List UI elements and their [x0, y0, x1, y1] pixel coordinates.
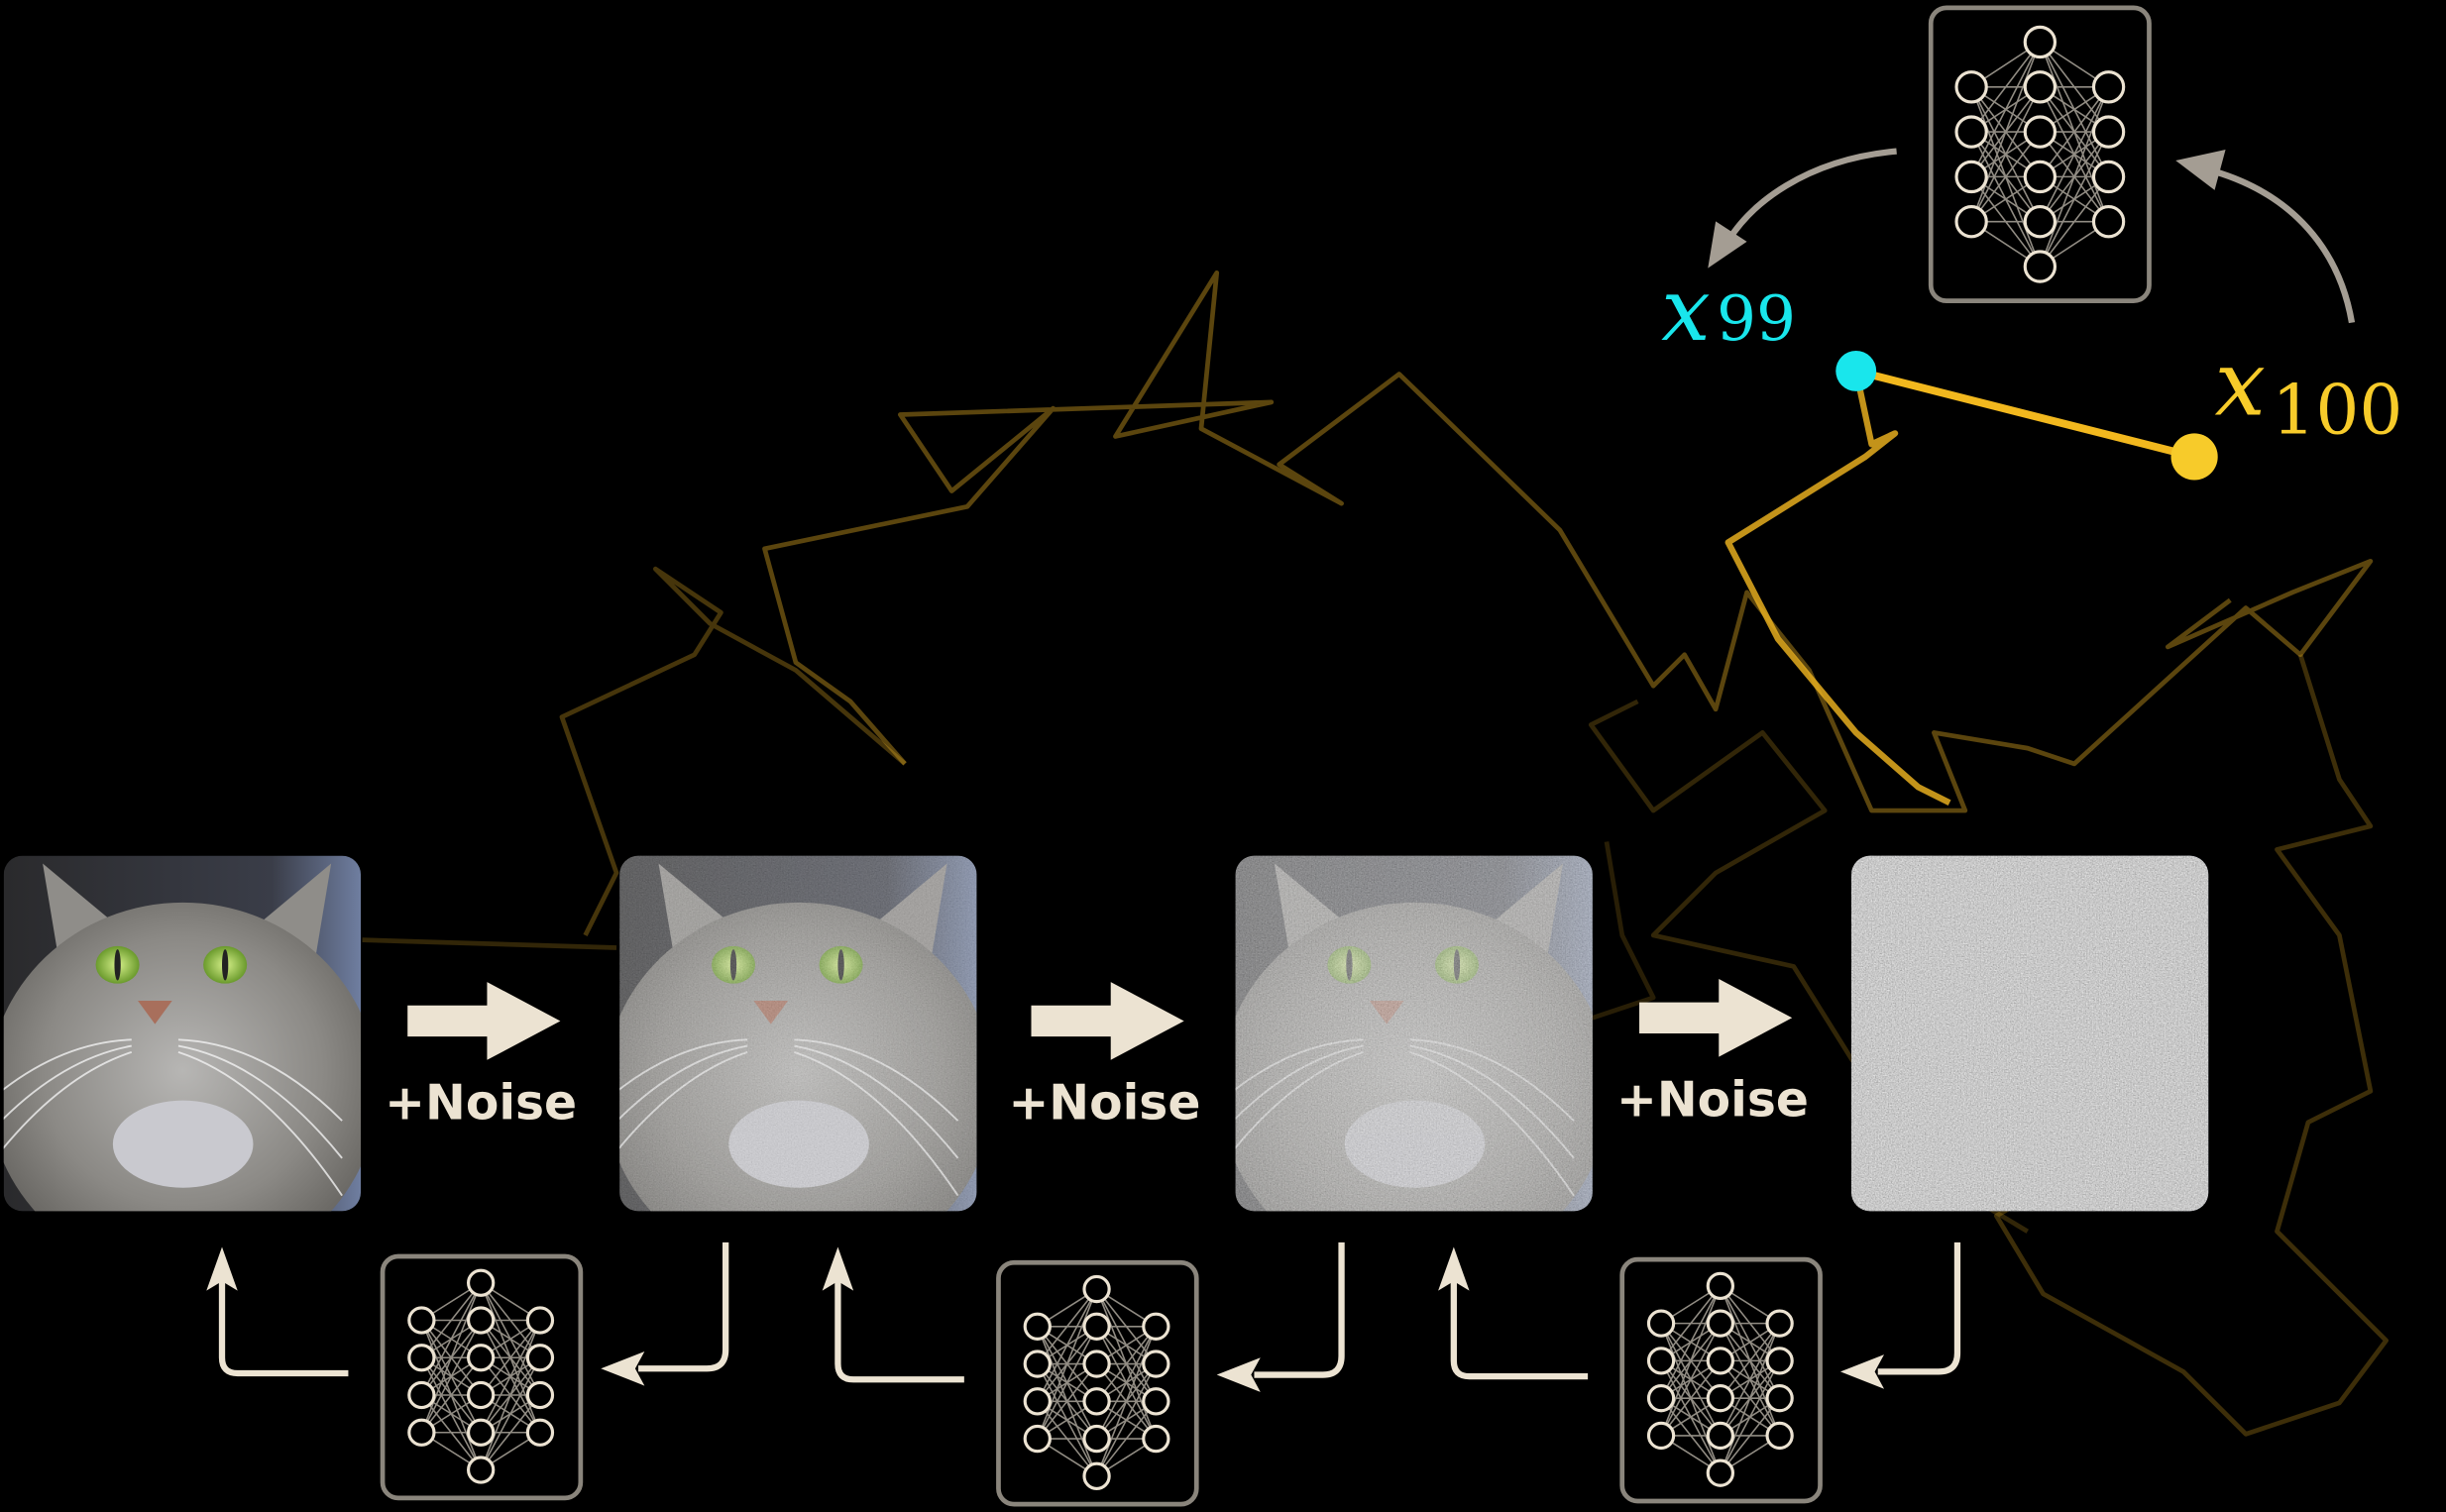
top-neural-network	[1928, 5, 2152, 303]
random-walk-trace	[362, 270, 2389, 1437]
network-node	[2023, 160, 2057, 194]
forward-step-2: +Noise	[1008, 982, 1200, 1132]
network-node	[467, 1380, 496, 1410]
down-left-arrow-icon	[601, 1242, 729, 1386]
noise-label: +Noise	[1008, 1076, 1200, 1132]
network-node	[525, 1344, 555, 1372]
left-up-arrow-icon	[206, 1246, 349, 1377]
network-node	[1646, 1309, 1676, 1338]
pure-noise-image	[1850, 855, 2209, 1212]
network-node	[467, 1456, 496, 1484]
network-node	[525, 1418, 555, 1447]
network-node	[1142, 1350, 1170, 1378]
left-up-arrow-icon	[1438, 1246, 1589, 1380]
network-node	[1706, 1309, 1735, 1338]
network-node	[2091, 160, 2126, 194]
cat-photo	[3, 863, 362, 1212]
network-node	[1706, 1421, 1735, 1451]
curved-arrow-from-x100	[2175, 150, 2356, 324]
network-node	[1023, 1387, 1052, 1416]
neural-network-icon	[1023, 1274, 1170, 1490]
network-node	[1706, 1383, 1735, 1413]
noisy-cat-image	[1235, 855, 1593, 1212]
denoise-network-1	[206, 1242, 729, 1501]
network-node	[407, 1380, 436, 1410]
noise-overlay	[619, 855, 977, 1212]
network-node	[1023, 1312, 1052, 1341]
network-node	[2023, 115, 2057, 149]
network-node	[2091, 115, 2126, 149]
right-arrow-icon	[1031, 982, 1184, 1060]
network-node	[467, 1306, 496, 1335]
network-node	[1706, 1347, 1735, 1375]
network-node	[2091, 70, 2126, 104]
network-node	[1082, 1461, 1111, 1490]
network-node	[1082, 1424, 1111, 1454]
network-node	[1082, 1350, 1111, 1378]
network-node	[2023, 250, 2057, 283]
network-node	[1954, 160, 1988, 194]
network-node	[2023, 205, 2057, 239]
network-node	[1954, 205, 1988, 239]
clean-cat-image	[3, 855, 362, 1212]
network-node	[1765, 1421, 1794, 1451]
point-x99	[1835, 350, 1877, 391]
network-node	[1082, 1312, 1111, 1341]
neural-network-icon	[1646, 1271, 1794, 1487]
forward-step-1: +Noise	[385, 982, 577, 1132]
neural-network-icon	[1954, 25, 2126, 283]
slightly-noisy-cat-image	[619, 855, 977, 1212]
network-node	[467, 1268, 496, 1297]
network-connections	[1037, 1288, 1158, 1477]
neural-network-icon	[407, 1268, 555, 1484]
point-x100	[2170, 433, 2218, 481]
network-node	[1954, 70, 1988, 104]
network-node	[1023, 1350, 1052, 1378]
network-node	[1765, 1309, 1794, 1338]
network-node	[1765, 1347, 1794, 1375]
network-node	[1023, 1424, 1052, 1454]
network-node	[407, 1344, 436, 1372]
network-node	[1954, 115, 1988, 149]
noise-label: +Noise	[385, 1076, 577, 1132]
network-node	[2023, 70, 2057, 104]
down-left-arrow-icon	[1216, 1242, 1345, 1392]
noise-overlay	[1850, 855, 2209, 1212]
network-node	[1142, 1424, 1170, 1454]
down-left-arrow-icon	[1839, 1242, 1961, 1389]
right-arrow-icon	[407, 982, 561, 1060]
right-arrow-icon	[1639, 978, 1793, 1057]
curved-arrow-to-x99	[1708, 148, 1897, 269]
network-node	[1646, 1421, 1676, 1451]
network-node	[1706, 1458, 1735, 1487]
network-node	[1142, 1312, 1170, 1341]
network-node	[1082, 1387, 1111, 1416]
forward-step-3: +Noise	[1616, 978, 1809, 1128]
network-node	[467, 1344, 496, 1372]
random-walk-recent	[1724, 367, 2196, 807]
network-node	[1765, 1383, 1794, 1413]
network-node	[407, 1306, 436, 1335]
network-node	[525, 1306, 555, 1335]
noise-overlay	[1235, 855, 1593, 1212]
network-node	[1646, 1383, 1676, 1413]
network-node	[2091, 205, 2126, 239]
network-node	[1142, 1387, 1170, 1416]
left-up-arrow-icon	[822, 1246, 964, 1383]
network-node	[525, 1380, 555, 1410]
network-node	[1646, 1347, 1676, 1375]
network-node	[2023, 25, 2057, 59]
network-node	[1082, 1274, 1111, 1304]
network-node	[467, 1418, 496, 1447]
denoise-network-2	[822, 1242, 1345, 1507]
network-node	[1706, 1271, 1735, 1301]
noise-label: +Noise	[1616, 1072, 1809, 1128]
denoise-network-3	[1438, 1242, 1961, 1504]
network-node	[407, 1418, 436, 1447]
